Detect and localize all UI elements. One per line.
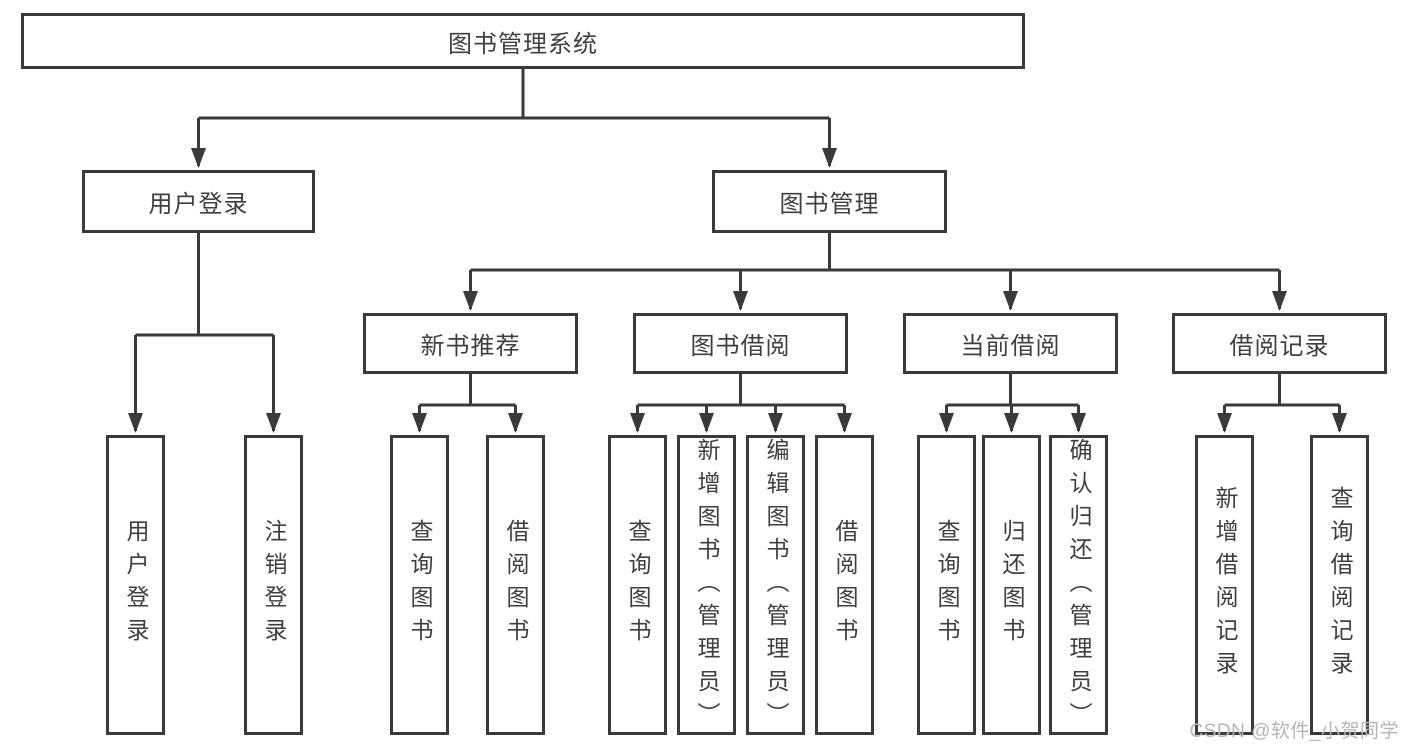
node-book-borrow: 图书借阅 [633,313,848,374]
leaf-s1-edit-book-admin-label: 编辑图书（管理员） [763,438,789,735]
node-root: 图书管理系统 [21,13,1025,69]
leaf-s1-edit-book-admin: 编辑图书（管理员） [746,435,805,735]
leaf-s2-confirm-return-admin: 确认归还（管理员） [1049,435,1108,735]
leaf-s0-query-book-label: 查询图书 [407,519,433,651]
leaf-user-login-label: 用户登录 [123,519,149,651]
leaf-s2-return-book-label: 归还图书 [999,519,1025,651]
leaf-s3-add-borrow-record-label: 新增借阅记录 [1212,486,1238,684]
leaf-s0-query-book: 查询图书 [390,435,449,735]
connector-root-trunk [198,69,830,120]
leaf-s0-borrow-book: 借阅图书 [486,435,545,735]
leaf-s1-query-book-label: 查询图书 [625,519,651,651]
leaf-s2-query-book: 查询图书 [917,435,976,735]
leaf-s3-query-borrow-record-label: 查询借阅记录 [1327,486,1353,684]
node-user-login: 用户登录 [82,170,315,233]
leaf-s2-confirm-return-admin-label: 确认归还（管理员） [1066,438,1092,735]
leaf-s0-borrow-book-label: 借阅图书 [503,519,529,651]
connector-section-1 [637,374,845,407]
leaf-s1-add-book-admin-label: 新增图书（管理员） [694,438,720,735]
connector-login-trunk [135,233,274,337]
leaf-logout: 注销登录 [244,435,303,735]
node-current-borrow: 当前借阅 [903,313,1118,374]
node-borrow-record-label: 借阅记录 [1229,333,1330,360]
leaf-s1-borrow-book-label: 借阅图书 [832,519,858,651]
leaf-s1-query-book: 查询图书 [608,435,667,735]
node-root-label: 图书管理系统 [448,30,598,58]
node-user-login-label: 用户登录 [148,191,249,218]
node-current-borrow-label: 当前借阅 [960,333,1061,360]
leaf-s2-query-book-label: 查询图书 [934,519,960,651]
csdn-watermark: CSDN @软件_小贺同学 [1189,721,1399,742]
leaf-user-login: 用户登录 [106,435,165,735]
node-borrow-record: 借阅记录 [1172,313,1387,374]
connector-mgmt-trunk [470,233,1280,272]
node-book-mgmt: 图书管理 [712,170,947,233]
leaf-s2-return-book: 归还图书 [982,435,1041,735]
leaf-s1-borrow-book: 借阅图书 [815,435,874,735]
connector-section-3 [1224,374,1340,407]
node-new-book-recommend: 新书推荐 [363,313,578,374]
connector-section-2 [946,374,1079,407]
leaf-s3-add-borrow-record: 新增借阅记录 [1195,435,1254,735]
node-new-book-recommend-label: 新书推荐 [420,333,521,360]
connector-section-0 [419,374,516,407]
leaf-logout-label: 注销登录 [261,519,287,651]
node-book-borrow-label: 图书借阅 [690,333,791,360]
leaf-s3-query-borrow-record: 查询借阅记录 [1310,435,1369,735]
node-book-mgmt-label: 图书管理 [779,191,880,218]
leaf-s1-add-book-admin: 新增图书（管理员） [677,435,736,735]
